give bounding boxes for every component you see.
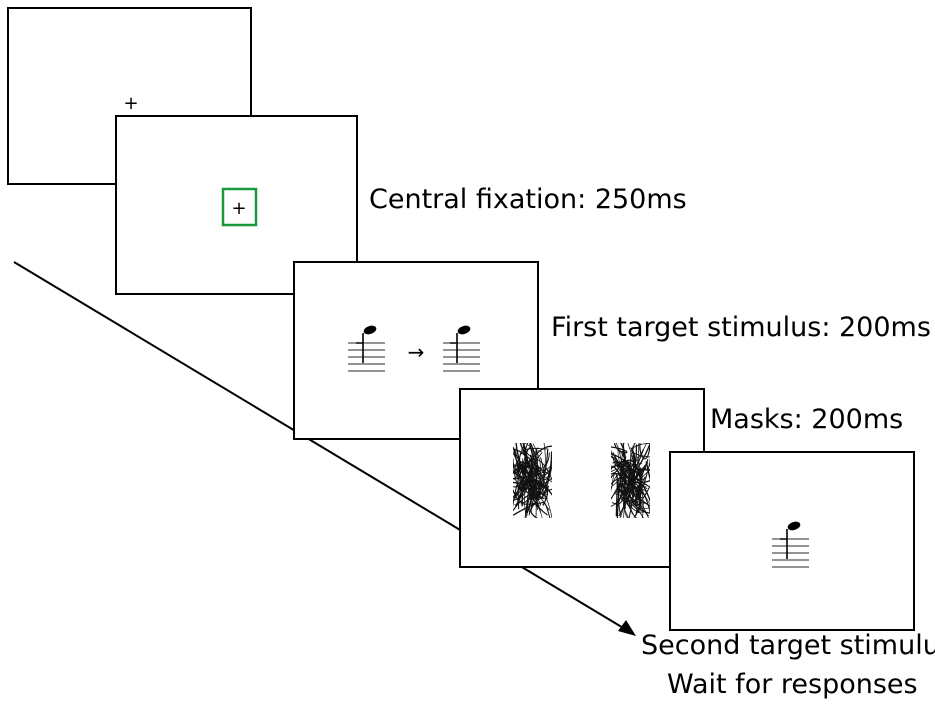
time-arrow-line [13,261,631,633]
label-wait-for-responses: Wait for responses [667,669,918,700]
label-central-fixation: Central fixation: 250ms [369,184,687,215]
label-first-target: First target stimulus: 200ms [551,312,931,343]
time-arrow-head [618,620,636,636]
second-target-screen [669,451,915,631]
label-masks: Masks: 200ms [710,404,904,435]
label-second-target: Second target stimulus [641,630,935,661]
noise-mask-right [611,443,650,518]
fixation-cross-boxed: + [231,198,246,219]
music-note-stimulus-right [443,325,480,372]
fixation-cross: + [123,93,138,114]
music-note-stimulus-single [772,521,809,568]
music-note-stimulus-left [348,325,385,372]
fixation-highlight-box [221,187,258,227]
transition-arrow-icon: → [408,340,425,364]
masks-screen [459,388,705,568]
noise-mask-left [513,443,552,518]
